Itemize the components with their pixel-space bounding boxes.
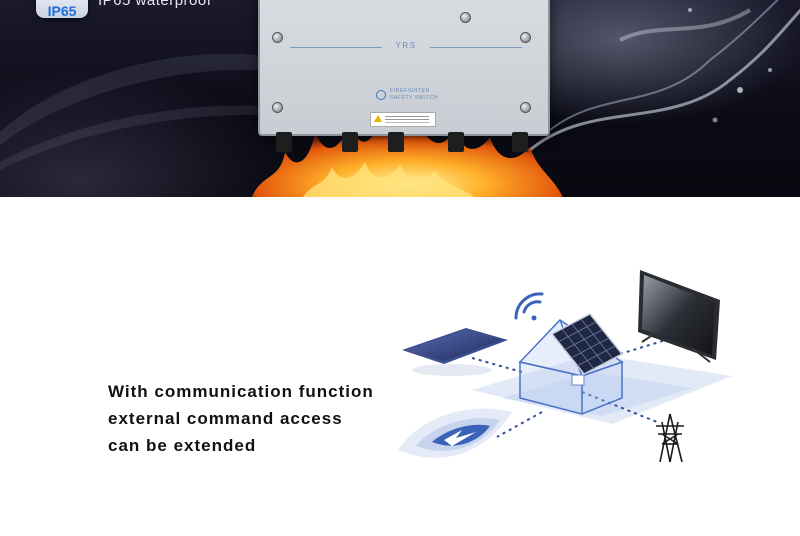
tv-icon: [638, 270, 720, 363]
wifi-icon: [514, 292, 544, 321]
screw-icon: [272, 32, 283, 43]
water-splash-image: [529, 0, 800, 152]
screw-icon: [460, 12, 471, 23]
switch-label: FIREFIGHTER SAFETY SWITCH: [390, 88, 438, 102]
switch-label-line2: SAFETY SWITCH: [390, 95, 439, 101]
connection-lines: [471, 331, 693, 438]
feature-line-2: external command access: [108, 409, 343, 428]
warning-icon: [374, 115, 382, 122]
cable-gland: [388, 132, 404, 152]
power-tower-icon: [656, 413, 684, 463]
screw-icon: [520, 32, 531, 43]
cable-glands: [272, 132, 534, 152]
tablet-icon: [402, 328, 508, 376]
divider-line: [290, 47, 382, 48]
feature-description: With communication function external com…: [108, 378, 408, 459]
divider-line: [430, 47, 522, 48]
switch-label-line1: FIREFIGHTER: [390, 88, 430, 94]
cable-gland: [276, 132, 292, 152]
solar-panel-icon: [550, 313, 624, 375]
warning-text-lines: [385, 116, 429, 117]
shield-icon: [398, 408, 512, 458]
safety-switch-enclosure: YRS FIREFIGHTER SAFETY SWITCH: [258, 0, 550, 136]
brand-label: YRS: [395, 41, 417, 50]
screw-icon: [272, 102, 283, 113]
screw-icon: [520, 102, 531, 113]
smart-home-illustration: [398, 270, 732, 463]
ip-rating-caption: IP65 waterproof: [98, 0, 212, 9]
hero-banner: IP65 IP65 waterproof YRS FIREFIGHTER SAF…: [0, 0, 800, 197]
ip-rating-badge: IP65: [36, 0, 88, 18]
feature-line-1: With communication function: [108, 382, 374, 401]
fire-image: [252, 112, 563, 197]
switch-box-icon: [571, 374, 585, 386]
cable-gland: [512, 132, 528, 152]
cable-gland: [448, 132, 464, 152]
power-icon: [376, 90, 386, 100]
cable-gland: [342, 132, 358, 152]
feature-line-3: can be extended: [108, 436, 257, 455]
warning-sticker: [370, 112, 436, 127]
